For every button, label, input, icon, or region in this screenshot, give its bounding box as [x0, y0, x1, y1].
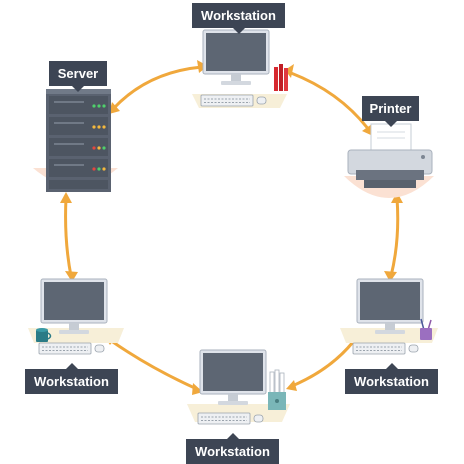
link-workstation-top-server	[112, 65, 204, 110]
keyboard-icon	[352, 342, 406, 355]
binders-icon	[274, 64, 288, 91]
printer	[344, 123, 434, 198]
server-rack-icon	[46, 89, 111, 192]
mouse-icon	[408, 344, 419, 353]
mouse-icon	[256, 96, 267, 105]
workstation-top-label: Workstation	[192, 3, 285, 34]
workstation-right	[340, 278, 438, 355]
mouse-icon	[94, 344, 105, 353]
workstation-right-label: Workstation	[345, 363, 438, 394]
monitor-icon	[40, 278, 108, 335]
link-server-workstation-left	[64, 196, 73, 278]
monitor-icon	[199, 349, 267, 406]
printer-icon	[347, 123, 433, 188]
keyboard-icon	[38, 342, 92, 355]
workstation-top	[192, 29, 288, 108]
pen-cup-icon	[420, 318, 432, 340]
keyboard-icon	[197, 412, 251, 425]
server-label: Server	[49, 61, 107, 92]
link-workstation-left-bottom	[108, 338, 199, 391]
file-holder-icon	[268, 369, 286, 410]
monitor-icon	[202, 29, 270, 86]
keyboard-icon	[200, 94, 254, 107]
desk	[28, 328, 124, 343]
server	[33, 89, 118, 192]
link-workstation-top-printer	[289, 71, 371, 132]
printer-label: Printer	[362, 96, 419, 127]
mouse-icon	[253, 414, 264, 423]
link-printer-workstation-right	[389, 196, 400, 278]
workstation-bottom	[187, 349, 290, 425]
workstation-bottom-label: Workstation	[186, 433, 279, 464]
mug-icon	[36, 328, 52, 342]
workstation-left	[28, 278, 124, 355]
desk	[340, 328, 438, 343]
link-workstation-bottom-right	[290, 340, 355, 388]
workstation-left-label: Workstation	[25, 363, 118, 394]
ring-connections	[64, 65, 400, 391]
monitor-icon	[356, 278, 424, 335]
